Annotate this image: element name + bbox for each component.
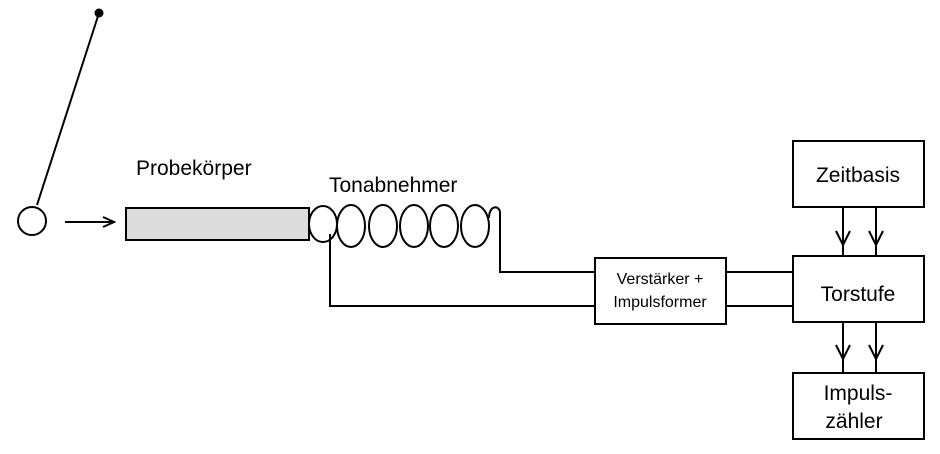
pendulum-pivot — [94, 8, 104, 18]
amplifier-box — [594, 257, 727, 325]
specimen-rod — [125, 207, 310, 241]
counter-label-line2: zähler — [825, 410, 882, 433]
timebase-box — [792, 140, 925, 208]
counter-label-line1: Impuls- — [824, 382, 893, 405]
gate-to-counter-arrows — [835, 322, 884, 373]
specimen-label: Probekörper — [136, 157, 252, 180]
timebase-label: Zeitbasis — [816, 164, 900, 187]
gate-box — [792, 255, 925, 323]
counter-box — [792, 372, 925, 440]
pickup-coil — [308, 204, 501, 248]
pendulum-bob — [17, 206, 47, 236]
amplifier-label-line1: Verstärker + — [617, 271, 704, 288]
pendulum-rod — [36, 12, 100, 206]
gate-label: Torstufe — [821, 283, 896, 306]
pickup-label: Tonabnehmer — [329, 174, 457, 197]
timebase-to-gate-arrows — [835, 207, 884, 256]
wire-coil-lower — [329, 234, 595, 307]
wire-coil-upper — [499, 212, 595, 273]
amplifier-label-line2: Impulsformer — [613, 294, 707, 311]
